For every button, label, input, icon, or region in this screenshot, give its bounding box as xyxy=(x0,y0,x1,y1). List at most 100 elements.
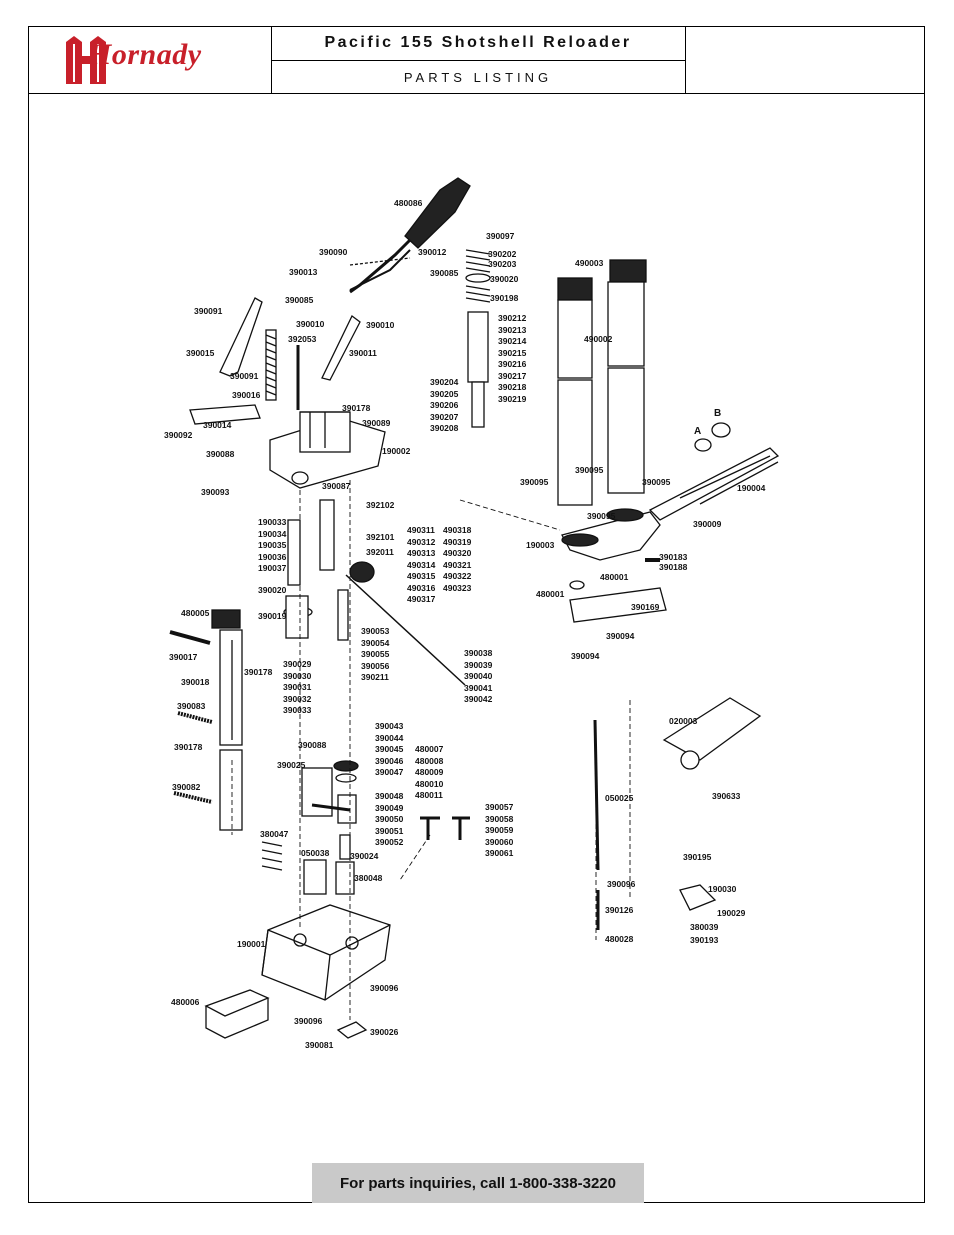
part-label: 480028 xyxy=(605,934,634,944)
part-label: 390096 xyxy=(607,879,636,889)
part-label: 390061 xyxy=(485,848,514,858)
part-label: 390052 xyxy=(375,837,404,847)
part-label: 390198 xyxy=(490,293,519,303)
part-label: 390039 xyxy=(464,659,493,670)
part-label: 190033 xyxy=(258,517,287,527)
part-label: 390059 xyxy=(485,825,514,835)
part-label: 390049 xyxy=(375,802,404,813)
part-group: 390212 390213 390214 390215 390216 39021… xyxy=(498,313,526,405)
part-label: 390042 xyxy=(464,694,493,704)
part-label: 390218 xyxy=(498,382,527,392)
part-label: 390020 xyxy=(490,274,519,284)
part-label: 390045 xyxy=(375,744,404,754)
part-label: 390051 xyxy=(375,825,404,836)
part-label: 190035 xyxy=(258,540,287,550)
part-group: 390048 390049 390050 390051 390052 xyxy=(375,791,403,849)
part-label: 390058 xyxy=(485,813,514,824)
part-label: 190037 xyxy=(258,563,287,573)
part-label: 390020 xyxy=(258,585,287,595)
part-label: 390024 xyxy=(350,851,379,861)
part-label: 390038 xyxy=(464,648,493,658)
part-label: 190036 xyxy=(258,551,287,562)
part-label: 390089 xyxy=(362,418,391,428)
part-label: 390095 xyxy=(575,465,604,475)
part-label: 050025 xyxy=(605,793,634,803)
part-label: 390096 xyxy=(370,983,399,993)
part-label: 190002 xyxy=(382,446,411,456)
part-label: 390009 xyxy=(693,519,722,529)
part-label: 390212 xyxy=(498,313,527,323)
part-label: 490002 xyxy=(584,334,613,344)
part-label: 190001 xyxy=(237,939,266,949)
part-label: 480011 xyxy=(415,790,443,800)
part-label: 390092 xyxy=(164,430,193,440)
part-label: 390215 xyxy=(498,347,527,358)
part-label: 390060 xyxy=(485,836,514,847)
part-label: 390183 xyxy=(659,552,688,562)
part-label: 390211 xyxy=(361,672,389,682)
part-label: 190030 xyxy=(708,884,737,894)
part-label: 390030 xyxy=(283,670,312,681)
part-label: 390025 xyxy=(277,760,306,770)
part-label: 390033 xyxy=(283,705,312,715)
part-label: 490316 xyxy=(407,582,436,593)
part-label: 490319 xyxy=(443,536,472,547)
part-label: 490312 xyxy=(407,536,436,547)
part-label: 480001 xyxy=(536,589,565,599)
tray-icon xyxy=(204,989,270,1039)
part-label: 390050 xyxy=(375,814,404,824)
part-label: 190029 xyxy=(717,908,746,918)
part-label: 390016 xyxy=(232,390,261,400)
part-label: 390083 xyxy=(177,701,206,711)
part-label: 390053 xyxy=(361,626,390,636)
part-label: 390178 xyxy=(244,667,273,677)
part-label: 490311 xyxy=(407,525,435,535)
header-rule xyxy=(28,93,925,94)
part-label: 480010 xyxy=(415,778,444,789)
part-label: 380048 xyxy=(354,873,383,883)
part-label: 390044 xyxy=(375,732,404,743)
post-icon xyxy=(211,609,243,831)
part-label: 480009 xyxy=(415,767,444,777)
part-label: 390095 xyxy=(642,477,671,487)
hopper-tube-icon xyxy=(557,259,647,506)
part-group: 390053 390054 390055 390056 390211 xyxy=(361,626,389,684)
part-label: 190003 xyxy=(526,540,555,550)
part-label: 390207 xyxy=(430,411,459,422)
part-group: 390204 390205 390206 390207 390208 xyxy=(430,377,458,435)
part-label: 390031 xyxy=(283,682,312,692)
part-label: 190034 xyxy=(258,528,287,539)
part-group: 390029 390030 390031 390032 390033 xyxy=(283,659,311,717)
part-label: 490322 xyxy=(443,571,472,581)
part-label: 390019 xyxy=(258,611,287,621)
part-label: 390010 xyxy=(366,320,395,330)
parts-inquiry-banner: For parts inquiries, call 1-800-338-3220 xyxy=(312,1163,644,1203)
part-label: 390017 xyxy=(169,652,198,662)
part-label: 390213 xyxy=(498,324,527,335)
part-label: 390169 xyxy=(631,602,660,612)
part-label: 480007 xyxy=(415,744,444,754)
part-label: 390087 xyxy=(322,481,351,491)
part-label: 392011 xyxy=(366,547,394,557)
page-title: Pacific 155 Shotshell Reloader xyxy=(271,26,685,61)
part-group: 480007 480008 480009 480010 480011 xyxy=(415,744,443,802)
hornady-logo-icon xyxy=(66,36,106,84)
part-label: 380039 xyxy=(690,922,719,932)
part-label: 480001 xyxy=(600,572,629,582)
part-label: 390126 xyxy=(605,905,634,915)
page-subtitle: PARTS LISTING xyxy=(403,70,553,85)
part-label: 390091 xyxy=(194,306,223,316)
part-label: 390202 xyxy=(488,249,517,259)
part-label: 390043 xyxy=(375,721,404,731)
part-label: 392101 xyxy=(366,532,395,542)
part-label: 390193 xyxy=(690,935,719,945)
spring-icon xyxy=(465,249,491,303)
part-label: 390010 xyxy=(296,319,325,329)
part-group: 390043 390044 390045 390046 390047 xyxy=(375,721,403,779)
part-group: 490318 490319 490320 490321 490322 49032… xyxy=(443,525,471,594)
part-label: 020003 xyxy=(669,716,698,726)
part-label: 390014 xyxy=(203,420,232,430)
part-label: 390015 xyxy=(186,348,215,358)
part-label: 390195 xyxy=(683,852,712,862)
